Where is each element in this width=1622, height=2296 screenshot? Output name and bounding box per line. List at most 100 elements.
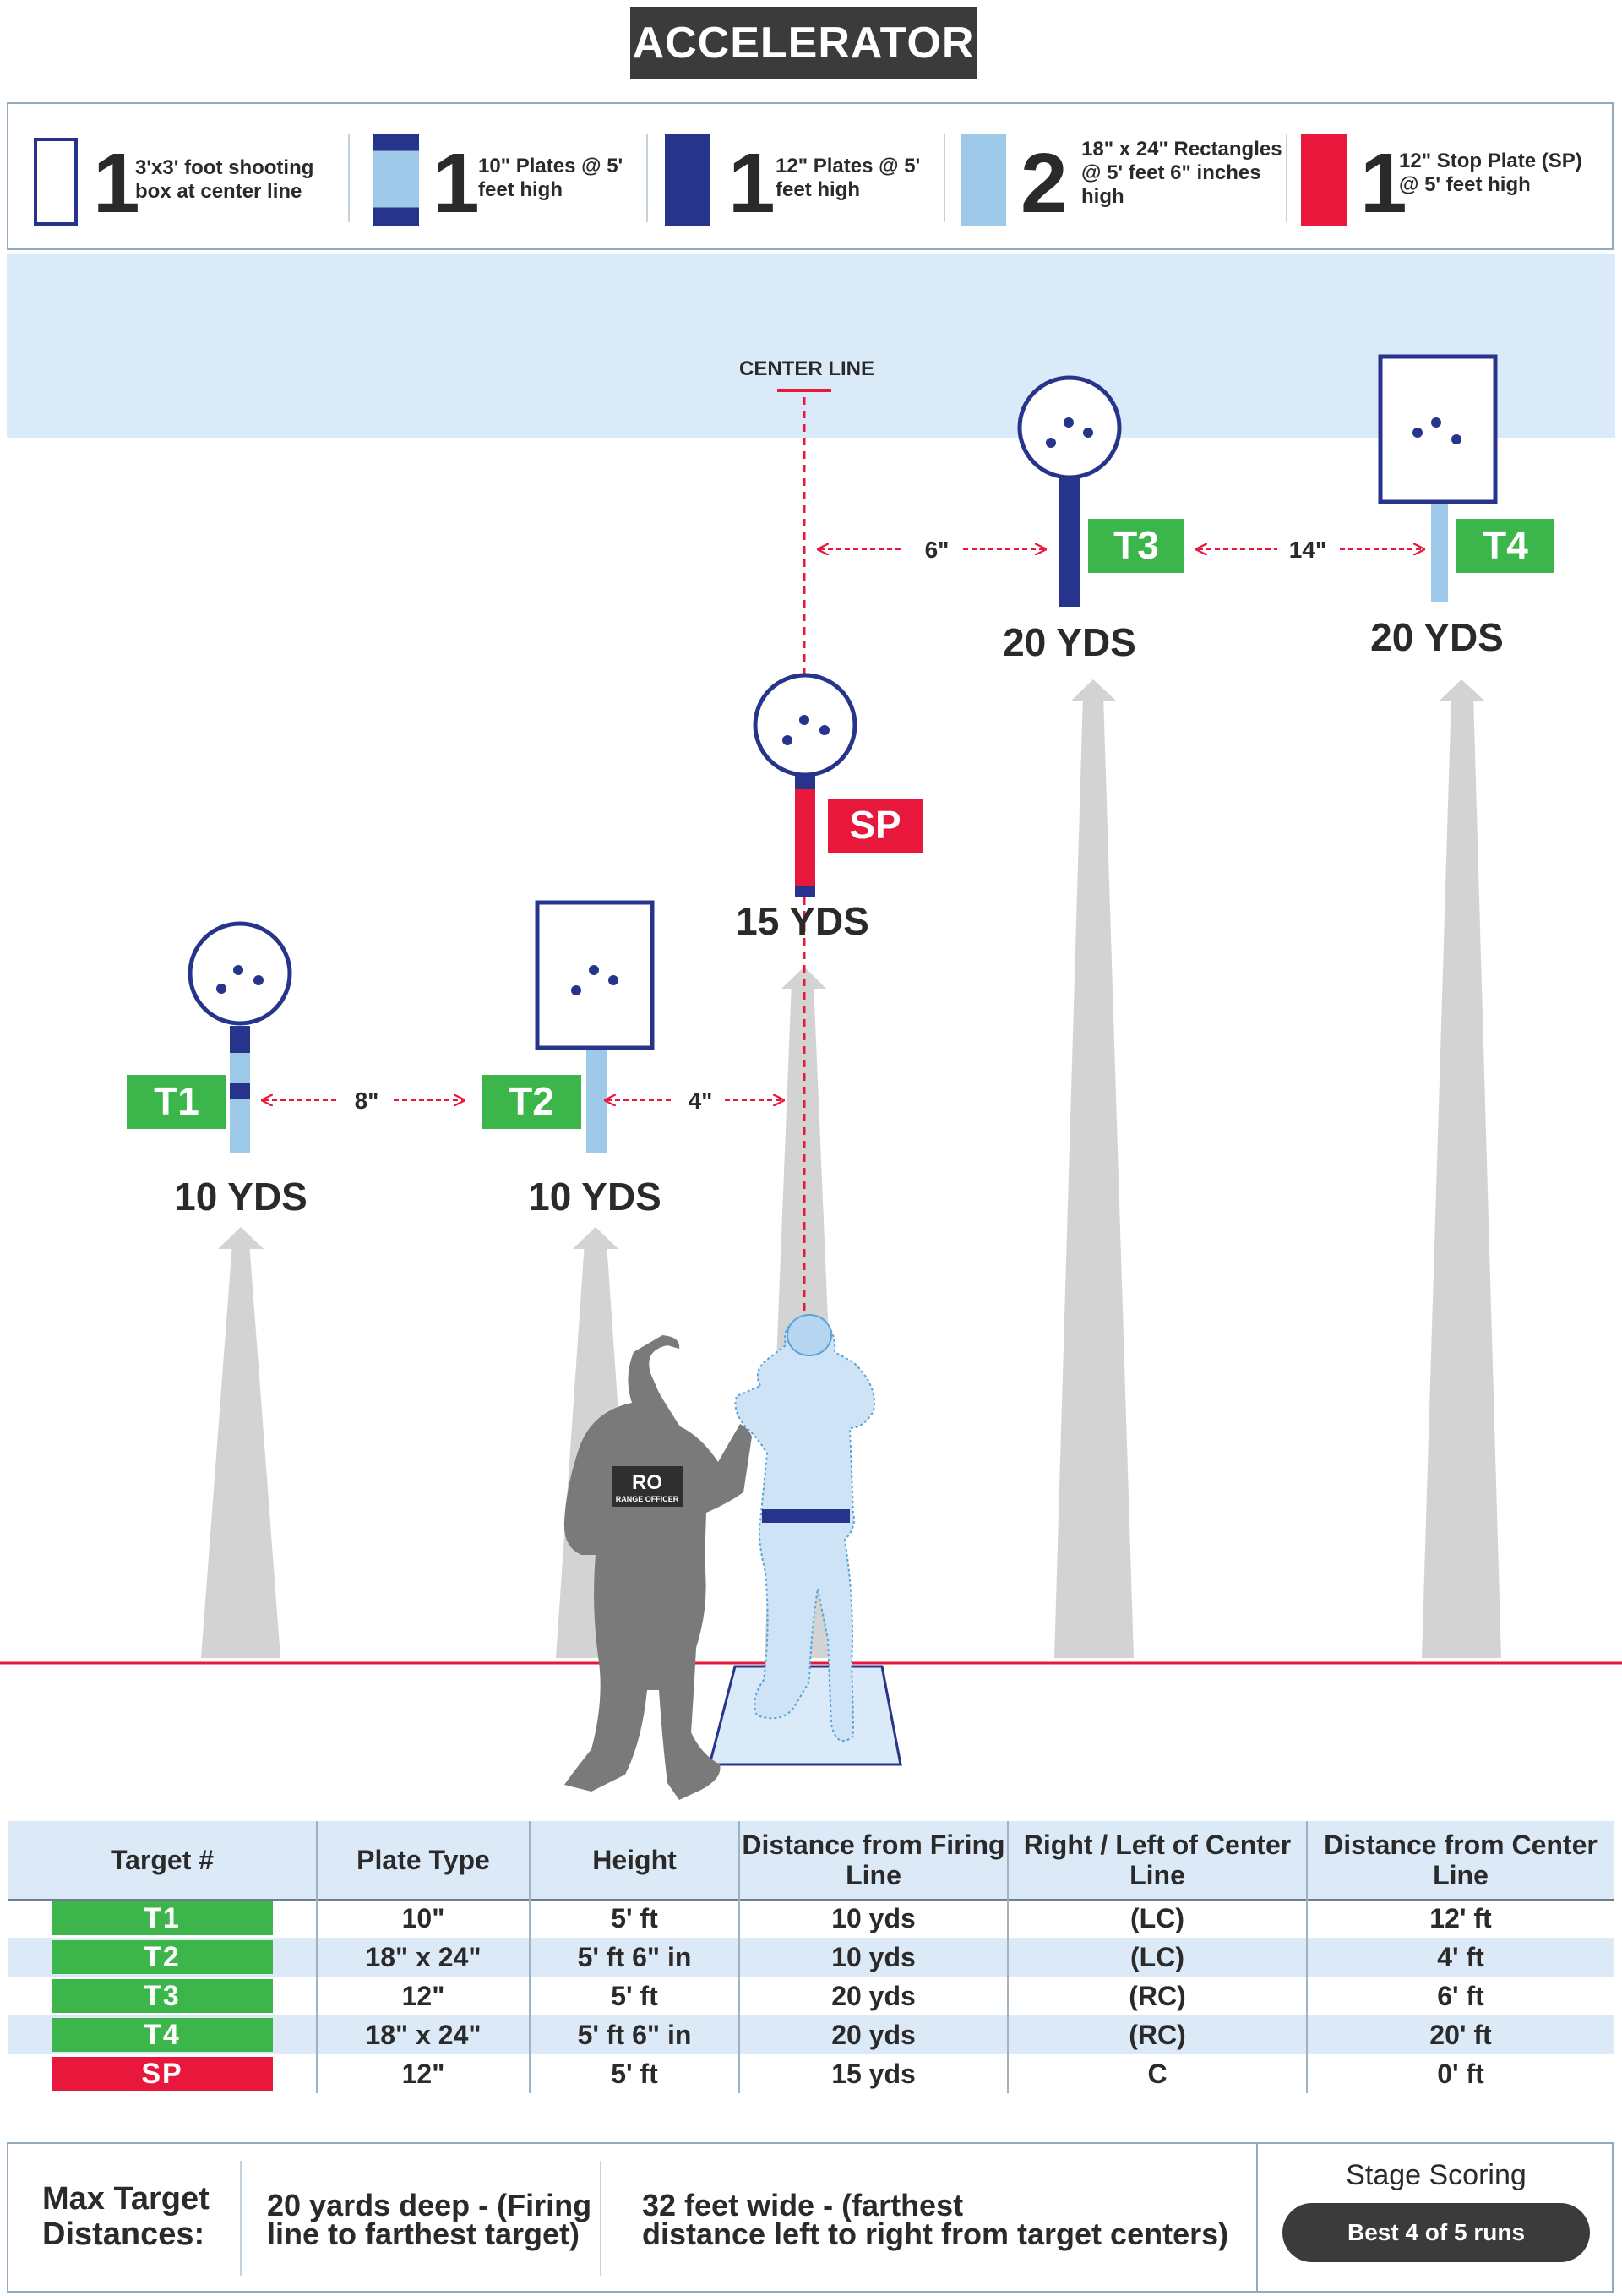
distance-label-t2: 10 YDS <box>528 1175 661 1219</box>
red-post-icon <box>1301 134 1347 226</box>
legend-divider <box>348 134 350 222</box>
cone-t4 <box>1422 695 1501 1658</box>
col-header-side: Right / Left of Center Line <box>1007 1821 1306 1899</box>
ro-badge: RO <box>632 1471 662 1494</box>
target-tag-t3: T3 <box>1113 523 1159 567</box>
footer-panel: Max Target Distances: 20 yards deep - (F… <box>7 2142 1614 2293</box>
max-distances-label: Max Target Distances: <box>42 2181 210 2252</box>
table-row: T1 10" 5' ft 10 yds (LC) 12' ft <box>8 1899 1614 1938</box>
cone-t2 <box>556 1242 635 1658</box>
cell-from-center: 12' ft <box>1306 1899 1614 1938</box>
legend-text: 3'x3' foot shooting box at center line <box>135 156 314 203</box>
direction-cones <box>201 679 1501 1658</box>
target-t3: T3 20 YDS <box>1003 375 1184 664</box>
target-t4: T4 20 YDS <box>1370 354 1554 659</box>
cell-side: (LC) <box>1007 1899 1306 1938</box>
cell-side: (RC) <box>1007 2015 1306 2054</box>
target-tag-t4: T4 <box>1483 523 1528 567</box>
table-header: Target # Plate Type Height Distance from… <box>8 1821 1614 1901</box>
table-row: T2 18" x 24" 5' ft 6" in 10 yds (LC) 4' … <box>8 1938 1614 1977</box>
center-line-label: CENTER LINE <box>739 357 874 380</box>
spacing-label: 4" <box>689 1088 713 1114</box>
sky-band <box>7 254 1615 438</box>
distance-label-t4: 20 YDS <box>1370 615 1504 659</box>
target-tag: T3 <box>52 1979 273 2013</box>
striped-post-icon <box>373 134 419 226</box>
cell-distance: 20 yds <box>738 1977 1007 2015</box>
cone-t1 <box>201 1242 280 1658</box>
cone-t3 <box>1054 695 1134 1658</box>
spacing-label: 14" <box>1289 537 1326 563</box>
spacing-label: 8" <box>355 1088 379 1114</box>
cone-sp <box>765 982 842 1658</box>
stage-scoring-badge: Best 4 of 5 runs <box>1282 2203 1590 2262</box>
footer-divider <box>1256 2144 1258 2293</box>
cell-side: (RC) <box>1007 1977 1306 2015</box>
cell-plate-type: 18" x 24" <box>316 1938 529 1977</box>
cone-t3-arrow <box>1070 679 1117 701</box>
target-tag: SP <box>52 2057 273 2091</box>
footer-divider <box>600 2161 601 2276</box>
legend-text: 12" Stop Plate (SP) @ 5' feet high <box>1399 150 1582 196</box>
cone-sp-arrow <box>781 967 826 989</box>
legend-text: 18" x 24" Rectangles @ 5' feet 6" inches… <box>1081 138 1282 208</box>
cell-from-center: 0' ft <box>1306 2054 1614 2093</box>
target-t2: T2 10 YDS <box>482 900 661 1219</box>
target-sp: SP 15 YDS <box>736 673 923 943</box>
cell-from-center: 6' ft <box>1306 1977 1614 2015</box>
legend-text: 12" Plates @ 5' feet high <box>776 155 921 201</box>
cell-distance: 15 yds <box>738 2054 1007 2093</box>
distance-label-t3: 20 YDS <box>1003 620 1136 664</box>
legend-divider <box>646 134 648 222</box>
spacing-center-t3: 6" <box>819 537 1044 563</box>
range-officer-figure: RO RANGE OFFICER <box>563 1335 762 1800</box>
legend-panel: 1 3'x3' foot shooting box at center line… <box>7 102 1614 250</box>
target-t1: T1 10 YDS <box>127 921 308 1219</box>
legend-text: 10" Plates @ 5' feet high <box>478 155 623 201</box>
cone-t2-arrow <box>573 1227 618 1249</box>
col-header-height: Height <box>529 1821 738 1899</box>
cell-plate-type: 18" x 24" <box>316 2015 529 2054</box>
table-row: T4 18" x 24" 5' ft 6" in 20 yds (RC) 20'… <box>8 2015 1614 2054</box>
target-tag-t1: T1 <box>154 1079 199 1123</box>
cell-height: 5' ft 6" in <box>529 1938 738 1977</box>
cell-height: 5' ft <box>529 1899 738 1938</box>
legend-count: 1 <box>728 136 776 231</box>
legend-count: 2 <box>1021 136 1068 231</box>
col-header-distance: Distance from Firing Line <box>738 1821 1007 1899</box>
light-blue-post-icon <box>961 134 1006 226</box>
shooter-figure <box>734 1314 875 1742</box>
cell-height: 5' ft <box>529 2054 738 2093</box>
col-header-plate-type: Plate Type <box>316 1821 529 1899</box>
spacing-t1-t2: 8" <box>264 1088 463 1114</box>
target-tag-t2: T2 <box>509 1079 554 1123</box>
legend-divider <box>1286 134 1287 222</box>
stage-scoring-label: Stage Scoring <box>1346 2159 1527 2191</box>
spacing-t3-t4: 14" <box>1198 537 1423 563</box>
target-tag: T4 <box>52 2018 273 2052</box>
targets-table: Target # Plate Type Height Distance from… <box>8 1821 1614 2104</box>
stage-title: ACCELERATOR <box>630 7 977 79</box>
cell-height: 5' ft 6" in <box>529 2015 738 2054</box>
cell-from-center: 4' ft <box>1306 1938 1614 1977</box>
cell-side: (LC) <box>1007 1938 1306 1977</box>
shooting-box-icon <box>34 138 78 226</box>
cell-distance: 10 yds <box>738 1938 1007 1977</box>
target-tag: T2 <box>52 1940 273 1974</box>
distance-label-sp: 15 YDS <box>736 899 869 943</box>
max-width-text: 32 feet wide - (farthest distance left t… <box>642 2188 1229 2251</box>
cell-distance: 10 yds <box>738 1899 1007 1938</box>
legend-count: 1 <box>1360 136 1407 231</box>
cell-distance: 20 yds <box>738 2015 1007 2054</box>
cell-plate-type: 10" <box>316 1899 529 1938</box>
legend-count: 1 <box>93 136 140 231</box>
spacing-t2-center: 4" <box>607 1088 782 1114</box>
col-header-target: Target # <box>110 1845 215 1875</box>
table-row: T3 12" 5' ft 20 yds (RC) 6' ft <box>8 1977 1614 2015</box>
cell-height: 5' ft <box>529 1977 738 2015</box>
legend-divider <box>944 134 945 222</box>
target-tag: T1 <box>52 1901 273 1935</box>
spacing-label: 6" <box>925 537 950 563</box>
cell-plate-type: 12" <box>316 2054 529 2093</box>
max-depth-text: 20 yards deep - (Firing line to farthest… <box>267 2188 592 2251</box>
